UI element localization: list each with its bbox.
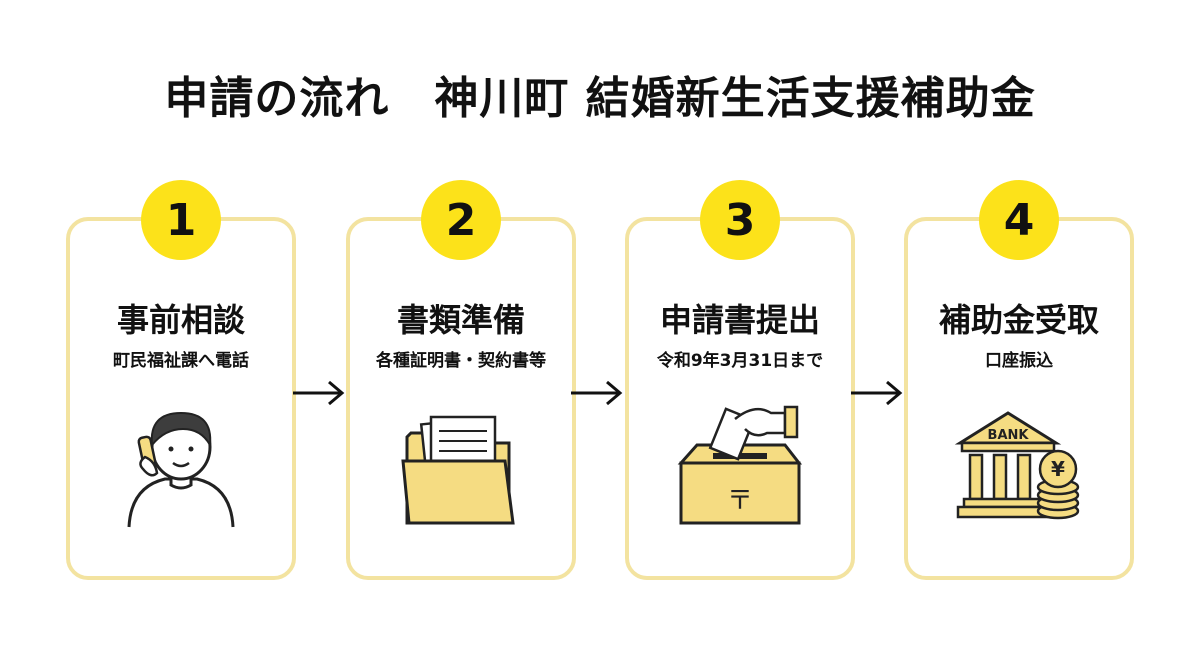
yen-coin-icon: ¥ — [1051, 457, 1065, 481]
person-phone-icon — [127, 411, 235, 528]
step-number-badge: 3 — [700, 180, 780, 260]
step-title: 申請書提出 — [659, 301, 820, 339]
step-number-badge: 4 — [979, 180, 1059, 260]
arrow-right-icon — [293, 380, 345, 406]
step-number-badge: 1 — [141, 180, 221, 260]
step-subtitle: 町民福祉課へ電話 — [113, 351, 249, 371]
step-subtitle: 口座振込 — [985, 351, 1053, 371]
ballot-box-icon: 〒 — [677, 405, 803, 525]
postal-mark-icon: 〒 — [727, 486, 753, 516]
step-number-badge: 2 — [421, 180, 501, 260]
page-title: 申請の流れ 神川町 結婚新生活支援補助金 — [164, 73, 1036, 124]
step-card-1: 事前相談 町民福祉課へ電話 — [66, 217, 296, 580]
step-title: 書類準備 — [396, 301, 525, 339]
arrow-right-icon — [851, 380, 903, 406]
arrow-right-icon — [571, 380, 623, 406]
folder-documents-icon — [401, 415, 515, 525]
step-card-3: 申請書提出 令和9年3月31日まで 〒 — [625, 217, 855, 580]
step-title: 補助金受取 — [938, 301, 1099, 339]
step-subtitle: 令和9年3月31日まで — [656, 351, 824, 371]
bank-sign: BANK — [988, 428, 1030, 443]
step-card-2: 書類準備 各種証明書・契約書等 — [346, 217, 576, 580]
step-card-4: 補助金受取 口座振込 BANK ¥ — [904, 217, 1134, 580]
step-title: 事前相談 — [116, 301, 245, 339]
step-subtitle: 各種証明書・契約書等 — [376, 351, 546, 371]
bank-coins-icon: BANK ¥ — [954, 411, 1080, 520]
